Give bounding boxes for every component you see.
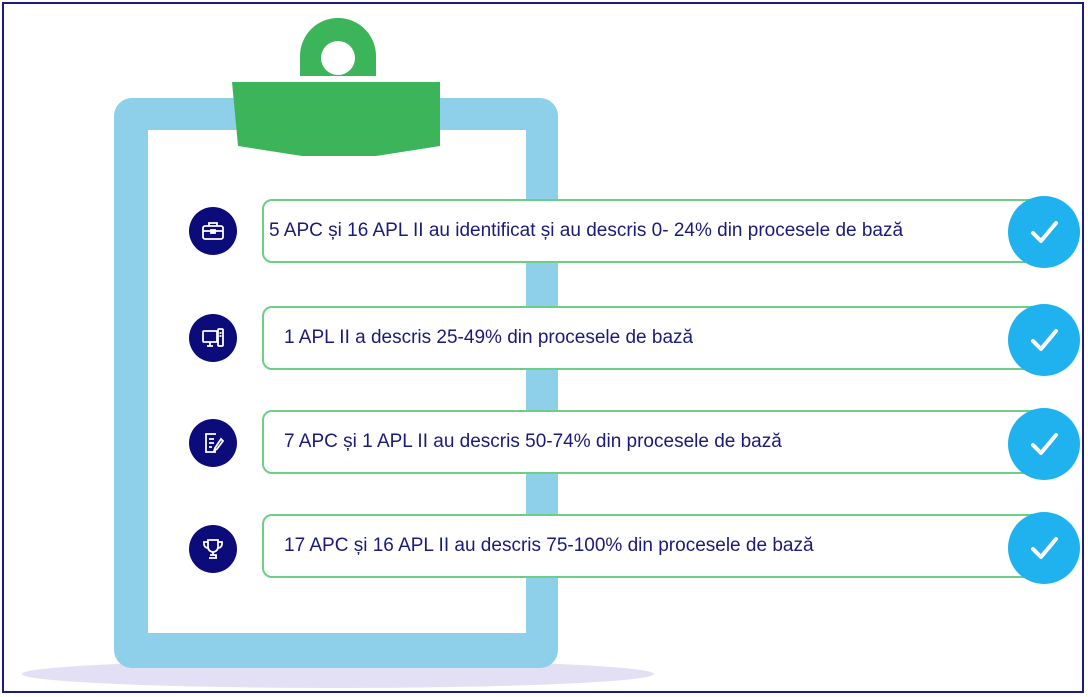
checklist-item-label: 7 APC și 1 APL II au descris 50-74% din … <box>262 410 1052 474</box>
check-icon <box>1008 196 1080 268</box>
checklist-item-label: 17 APC și 16 APL II au descris 75-100% d… <box>262 514 1052 578</box>
briefcase-icon <box>189 207 237 255</box>
computer-icon <box>189 314 237 362</box>
checklist-item-label: 1 APL II a descris 25-49% din procesele … <box>262 306 1052 370</box>
document-edit-icon <box>189 419 237 467</box>
trophy-icon <box>189 525 237 573</box>
clipboard-clip <box>232 18 440 156</box>
check-icon <box>1008 304 1080 376</box>
check-icon <box>1008 408 1080 480</box>
checklist-item-label: 5 APC și 16 APL II au identificat și au … <box>262 199 1052 263</box>
check-icon <box>1008 512 1080 584</box>
